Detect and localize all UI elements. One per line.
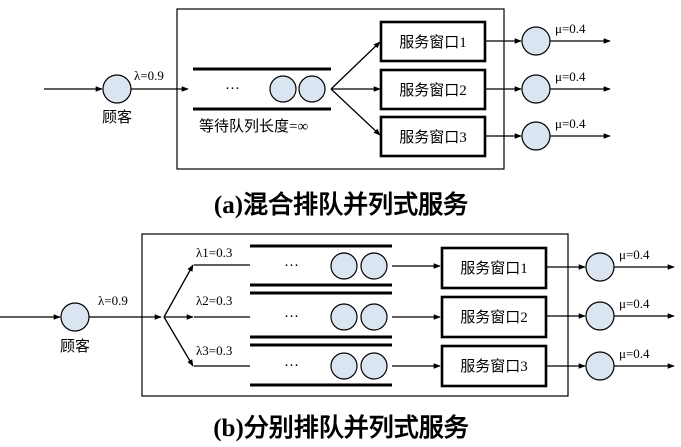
server-node-a2	[521, 74, 551, 104]
queue-customer-a2	[298, 75, 326, 103]
service-window-b1-label: 服务窗口1	[460, 259, 528, 277]
arrival-rate-a: λ=0.9	[134, 68, 164, 83]
customer-label-a: 顾客	[102, 109, 132, 126]
dispatch-arrow-1	[330, 41, 381, 90]
lane-rate-b2: λ2=0.3	[196, 293, 232, 308]
lane-customer-b2a	[330, 303, 358, 331]
lane-rate-b1: λ1=0.3	[196, 245, 232, 260]
service-window-a2-label: 服务窗口2	[399, 81, 467, 99]
service-rate-b1: μ=0.4	[619, 247, 650, 262]
panel-b: 顾客 λ=0.9 λ1=0.3 ··· 服务窗口1 μ=0.4 λ2=0.3 ·…	[0, 233, 675, 442]
queue-length-label: 等待队列长度=∞	[199, 117, 308, 135]
service-rate-a3: μ=0.4	[555, 116, 586, 131]
lane-customer-b3a	[330, 352, 358, 380]
queue-customer-a1	[269, 75, 297, 103]
lane-dots-b1: ···	[284, 258, 299, 274]
lane-customer-b2b	[360, 303, 388, 331]
customer-label-b: 顾客	[60, 338, 90, 355]
caption-b: (b)分别排队并列式服务	[213, 413, 469, 442]
server-node-b1	[585, 252, 615, 282]
service-window-a3-label: 服务窗口3	[399, 128, 467, 146]
customer-node-a	[102, 74, 132, 104]
service-window-a3	[379, 115, 487, 158]
service-rate-a1: μ=0.4	[555, 21, 586, 36]
queue-dots-a: ···	[225, 81, 240, 97]
server-node-a1	[521, 26, 551, 56]
customer-node-b	[60, 302, 90, 332]
dispatch-arrow-3	[330, 88, 381, 136]
service-window-b1	[440, 246, 548, 290]
service-window-b3-label: 服务窗口3	[460, 357, 528, 375]
caption-a: (a)混合排队并列式服务	[214, 190, 468, 219]
server-node-a3	[521, 121, 551, 151]
lane-customer-b1a	[330, 252, 358, 280]
service-window-b3	[440, 344, 548, 388]
arrival-rate-b: λ=0.9	[98, 293, 128, 308]
service-window-b2	[440, 295, 548, 339]
split-line-3	[163, 316, 194, 367]
lane-dots-b3: ···	[284, 358, 299, 374]
lane-rate-b3: λ3=0.3	[196, 343, 232, 358]
service-window-a1-label: 服务窗口1	[399, 33, 467, 51]
service-window-a2	[379, 68, 487, 111]
split-line-1	[163, 264, 194, 318]
service-window-b2-label: 服务窗口2	[460, 308, 528, 326]
panel-a: 顾客 λ=0.9 ··· 等待队列长度=∞ 服务窗口1 μ=0.4 服务窗口2 …	[44, 8, 611, 219]
lane-dots-b2: ···	[284, 309, 299, 325]
server-node-b2	[585, 301, 615, 331]
server-node-b3	[585, 351, 615, 381]
service-rate-b3: μ=0.4	[619, 346, 650, 361]
service-rate-b2: μ=0.4	[619, 296, 650, 311]
lane-customer-b1b	[360, 252, 388, 280]
service-rate-a2: μ=0.4	[555, 69, 586, 84]
lane-customer-b3b	[360, 352, 388, 380]
